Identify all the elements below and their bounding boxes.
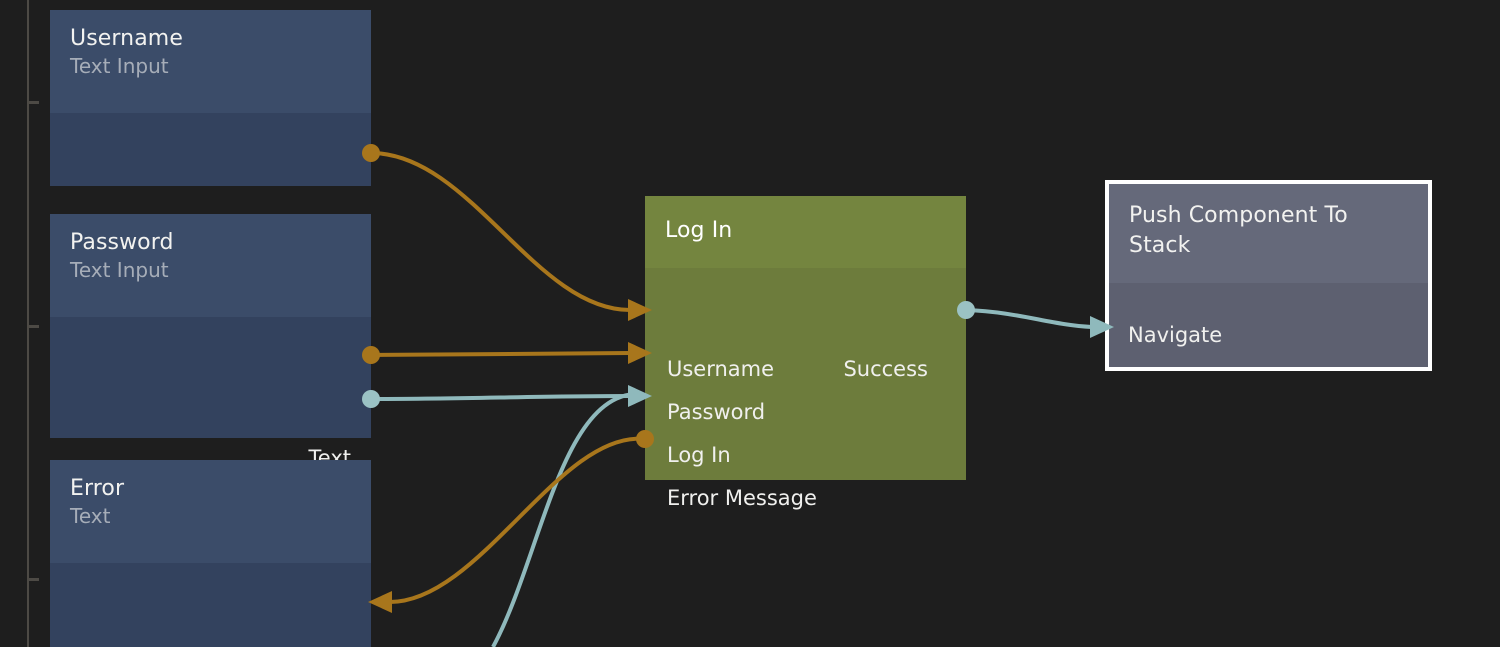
timeline-ruler-line [27, 0, 29, 647]
node-subtitle: Text [70, 504, 111, 528]
node-title: Password [70, 230, 174, 255]
node-header[interactable]: Log In [645, 196, 966, 268]
node-subtitle: Text Input [70, 54, 169, 78]
port-login-username-in[interactable]: Username [667, 357, 775, 381]
node-title: Username [70, 26, 183, 51]
wire-password-on-enter-to-login-trigger[interactable] [362, 385, 652, 408]
wire-offscreen-event-to-login-trigger[interactable] [491, 392, 635, 647]
port-login-success-out[interactable]: Success [843, 357, 928, 381]
node-title: Error [70, 476, 125, 501]
node-subtitle: Text Input [70, 258, 169, 282]
node-title: Push Component To Stack [1129, 203, 1348, 258]
node-header[interactable]: Password Text Input [50, 214, 371, 317]
timeline-ruler-tick [28, 325, 39, 328]
node-header[interactable]: Error Text [50, 460, 371, 563]
port-push-component-navigate-in[interactable]: Navigate [1128, 323, 1223, 347]
node-title: Log In [665, 218, 733, 243]
wire-password-text-to-login-password[interactable] [362, 342, 652, 364]
port-login-error-message-out[interactable]: Error Message [667, 486, 817, 510]
port-login-trigger-in[interactable]: Log In [667, 443, 731, 467]
node-body: Text [50, 563, 371, 647]
node-password[interactable]: Password Text Input Text On Enter [50, 214, 371, 514]
node-header[interactable]: Username Text Input [50, 10, 371, 113]
node-error[interactable]: Error Text Text [50, 460, 371, 647]
wire-login-success-to-push-component-navigate[interactable] [957, 301, 1114, 338]
node-header[interactable]: Push Component To Stack [1109, 184, 1428, 283]
timeline-ruler-tick [28, 101, 39, 104]
node-push-component-to-stack[interactable]: Push Component To Stack Navigate [1105, 180, 1432, 371]
port-login-password-in[interactable]: Password [667, 400, 766, 424]
wire-username-text-to-login-username[interactable] [362, 144, 652, 321]
node-log-in[interactable]: Log In Username Password Log In Error Me… [645, 196, 966, 510]
node-body: Username Password Log In Error Message S… [645, 268, 966, 510]
node-body: Navigate [1109, 283, 1428, 367]
node-username[interactable]: Username Text Input Text [50, 10, 371, 268]
node-body: Text [50, 113, 371, 268]
timeline-ruler-tick [28, 578, 39, 581]
wire-login-error-message-to-error-text[interactable] [368, 430, 654, 613]
node-body: Text On Enter [50, 317, 371, 514]
